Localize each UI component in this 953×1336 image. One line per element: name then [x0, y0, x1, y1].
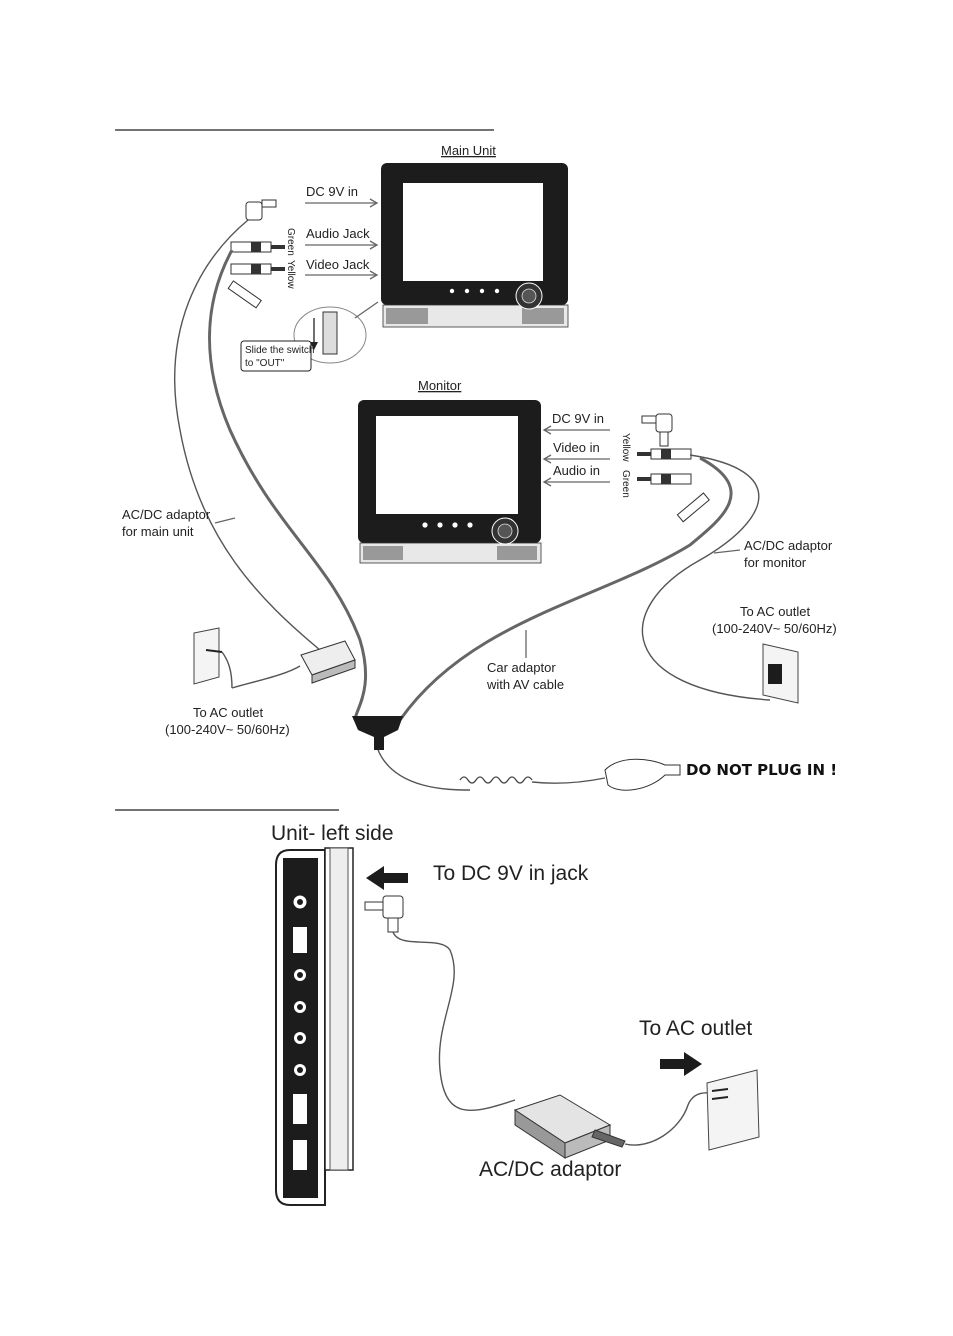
adaptor-monitor-line2: for monitor	[744, 555, 807, 570]
outlet-right-line1: To AC outlet	[740, 604, 810, 619]
adaptor-main-line1: AC/DC adaptor	[122, 507, 211, 522]
switch-callout	[240, 301, 379, 372]
left-arrow-icon	[366, 866, 408, 890]
mon-dc-in-label: DC 9V in	[552, 411, 604, 426]
car-coil-cable	[377, 749, 471, 791]
main-green-label: Green	[285, 228, 296, 256]
adaptor-main-line2: for main unit	[122, 524, 194, 539]
wall-outlet-left	[193, 627, 233, 689]
monitor-device	[358, 400, 542, 564]
monitor-title: Monitor	[418, 378, 462, 393]
right-arrow-icon	[660, 1052, 702, 1076]
car-adaptor-line1: Car adaptor	[487, 660, 556, 675]
car-adaptor-line2: with AV cable	[486, 677, 564, 692]
switch-note-line2: to "OUT"	[245, 358, 285, 369]
car-av-cable-left	[208, 249, 368, 721]
to-ac-outlet-label: To AC outlet	[639, 1017, 752, 1040]
main-adaptor-cable	[174, 219, 321, 651]
main-unit-device	[381, 163, 569, 328]
main-adaptor-brick	[231, 640, 356, 689]
adaptor-monitor-line1: AC/DC adaptor	[744, 538, 833, 553]
car-plug	[604, 758, 681, 791]
outlet-left-line1: To AC outlet	[193, 705, 263, 720]
mon-green-label: Green	[620, 470, 631, 498]
dc-plug-side	[364, 895, 404, 933]
mon-audio-in-label: Audio in	[553, 463, 600, 478]
main-audio-jack-label: Audio Jack	[306, 226, 370, 241]
car-adaptor-hub	[352, 716, 403, 750]
ac-cable	[624, 1092, 711, 1146]
mon-video-in-label: Video in	[553, 440, 600, 455]
ac-dc-adaptor-label: AC/DC adaptor	[479, 1158, 621, 1181]
rca-plugs-main	[227, 241, 285, 309]
rca-plugs-monitor	[637, 448, 710, 523]
outlet-right-line2: (100-240V~ 50/60Hz)	[712, 621, 837, 636]
dc-plug-monitor	[641, 413, 673, 447]
monitor-adaptor-cable	[641, 454, 771, 701]
car-plug-cable	[531, 777, 606, 784]
main-yellow-label: Yellow	[285, 260, 296, 289]
car-av-cable-right	[398, 456, 733, 721]
wall-outlet-side	[706, 1069, 760, 1151]
main-video-jack-label: Video Jack	[306, 257, 370, 272]
to-dc-jack-label: To DC 9V in jack	[433, 862, 589, 885]
mon-yellow-label: Yellow	[620, 433, 631, 462]
switch-note-line1: Slide the switch	[245, 345, 314, 356]
ac-dc-adaptor-brick	[513, 1094, 626, 1159]
dc-plug-main	[245, 199, 277, 221]
unit-left-side-title: Unit- left side	[271, 822, 394, 845]
main-unit-title: Main Unit	[441, 143, 496, 158]
unit-left-side-device	[275, 847, 354, 1206]
warning-text: DO NOT PLUG IN !	[686, 761, 837, 779]
coiled-cable	[459, 776, 533, 784]
wall-outlet-right	[762, 643, 799, 704]
main-dc-in-label: DC 9V in	[306, 184, 358, 199]
outlet-left-line2: (100-240V~ 50/60Hz)	[165, 722, 290, 737]
side-dc-cable	[392, 931, 516, 1111]
